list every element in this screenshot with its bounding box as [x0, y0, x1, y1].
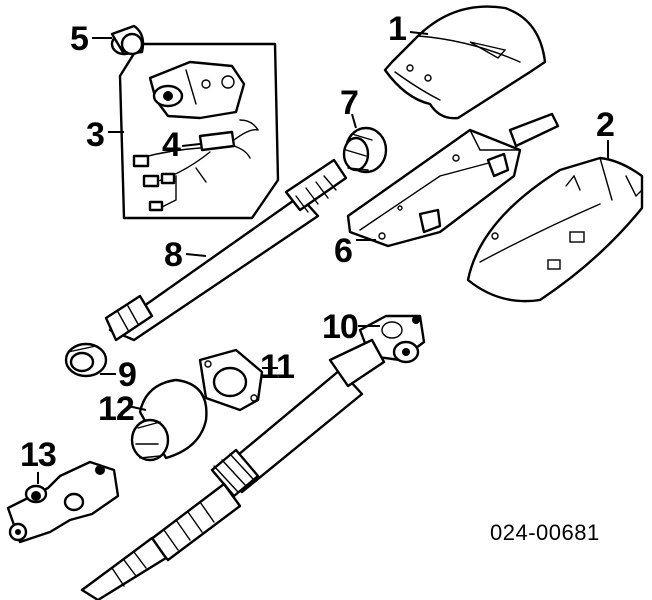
- callout-12: 12: [98, 390, 134, 428]
- callout-10: 10: [322, 308, 358, 346]
- leader-7: [351, 113, 357, 129]
- callout-13: 13: [20, 436, 56, 474]
- callout-1: 1: [388, 10, 406, 48]
- callout-6: 6: [334, 232, 352, 270]
- leader-4: [181, 143, 201, 147]
- part-8-steering-shaft: [104, 158, 348, 342]
- part-9-seal: [64, 342, 108, 378]
- part-5-key-cylinder: [110, 24, 145, 56]
- callout-5: 5: [70, 20, 88, 58]
- part-2-lower-cover: [466, 156, 644, 303]
- part-11-gasket-plate: [198, 348, 264, 412]
- part-13-lower-universal-joint: [6, 460, 120, 544]
- part-number-label: 024-00681: [490, 520, 600, 545]
- part-1-upper-cover: [383, 5, 547, 120]
- callout-2: 2: [596, 106, 614, 144]
- part-6-column-bracket: [346, 112, 560, 248]
- leader-12: [127, 405, 147, 411]
- part-12-dust-boot: [130, 378, 208, 462]
- intermediate-shaft: [80, 338, 386, 600]
- callout-3: 3: [86, 116, 104, 154]
- part-7-bushing: [342, 126, 388, 174]
- callout-7: 7: [340, 84, 358, 122]
- callout-9: 9: [118, 356, 136, 394]
- part-3-ignition-assembly-box: [118, 42, 280, 220]
- leader-8: [185, 253, 207, 257]
- leader-1: [409, 31, 429, 35]
- callout-11: 11: [260, 348, 294, 386]
- callout-4: 4: [162, 126, 181, 164]
- callout-8: 8: [164, 236, 182, 274]
